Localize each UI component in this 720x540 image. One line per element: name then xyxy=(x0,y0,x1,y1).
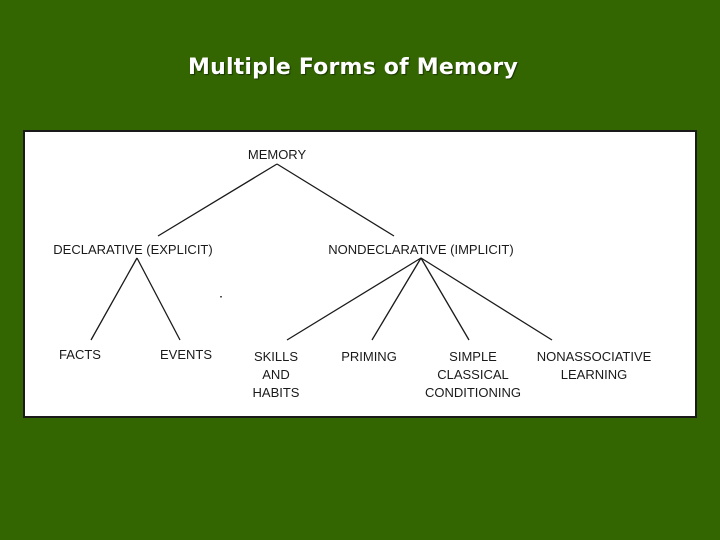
node-label-line: HABITS xyxy=(253,385,300,400)
node-label-line: CLASSICAL xyxy=(437,367,509,382)
node-label-line: FACTS xyxy=(59,347,101,362)
memory-tree-diagram: MEMORY DECLARATIVE (EXPLICIT) NONDECLARA… xyxy=(23,130,697,418)
edge-nondeclarative-nonassociative xyxy=(420,257,553,341)
node-label-line: EVENTS xyxy=(160,347,212,362)
node-nonassociative-learning: NONASSOCIATIVE LEARNING xyxy=(537,349,652,382)
node-events: EVENTS xyxy=(160,347,212,362)
node-nondeclarative-implicit: NONDECLARATIVE (IMPLICIT) xyxy=(328,242,513,257)
edge-memory-declarative xyxy=(157,163,278,237)
node-priming: PRIMING xyxy=(341,349,397,364)
node-facts: FACTS xyxy=(59,347,101,362)
node-simple-classical-conditioning: SIMPLE CLASSICAL CONDITIONING xyxy=(425,349,521,400)
node-label-line: SIMPLE xyxy=(449,349,497,364)
node-label-line: DECLARATIVE (EXPLICIT) xyxy=(53,242,212,257)
node-skills-and-habits: SKILLS AND HABITS xyxy=(253,349,300,400)
edge-nondeclarative-skills xyxy=(286,257,422,341)
edge-declarative-facts xyxy=(90,257,138,341)
node-label-line: SKILLS xyxy=(254,349,298,364)
node-label-line: PRIMING xyxy=(341,349,397,364)
node-label-line: MEMORY xyxy=(248,147,307,162)
tree-svg: MEMORY DECLARATIVE (EXPLICIT) NONDECLARA… xyxy=(53,147,652,400)
node-label-line: AND xyxy=(262,367,289,382)
node-label-line: NONASSOCIATIVE xyxy=(537,349,652,364)
edge-nondeclarative-priming xyxy=(371,257,422,341)
edge-memory-nondeclarative xyxy=(276,163,395,237)
node-label-line: NONDECLARATIVE (IMPLICIT) xyxy=(328,242,513,257)
node-declarative-explicit: DECLARATIVE (EXPLICIT) xyxy=(53,242,212,257)
edge-nondeclarative-classical xyxy=(420,257,470,341)
node-label-line: CONDITIONING xyxy=(425,385,521,400)
scan-speck xyxy=(220,296,222,298)
edge-declarative-events xyxy=(136,257,181,341)
slide-title: Multiple Forms of Memory xyxy=(188,55,518,80)
node-memory: MEMORY xyxy=(248,147,307,162)
node-label-line: LEARNING xyxy=(561,367,627,382)
